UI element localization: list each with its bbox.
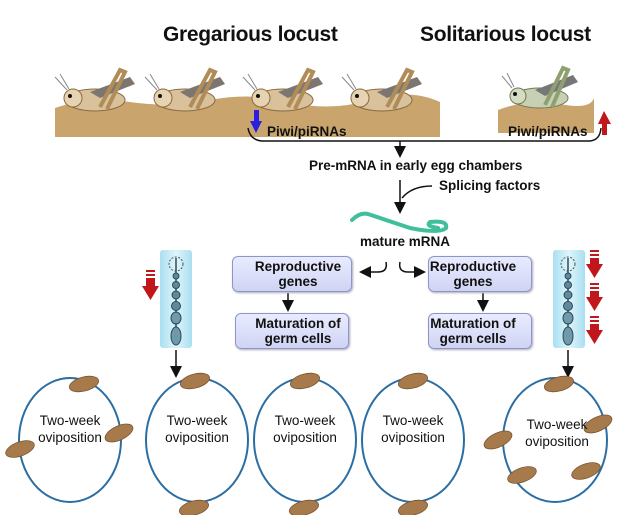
piwi-right-label: Piwi/piRNAs (508, 124, 588, 139)
egg-pod-icon (583, 414, 613, 434)
piwi-left-label: Piwi/piRNAs (267, 124, 347, 139)
right-red-down-arrows-icon (586, 250, 603, 344)
box-line: genes (278, 274, 318, 289)
label-line2: oviposition (525, 434, 589, 449)
egg-pod-icon (5, 440, 35, 458)
piwi-bracket (247, 127, 602, 142)
left-ovariole (160, 250, 192, 348)
egg-pod-icon (571, 462, 601, 480)
oviposition-label: Two-week oviposition (147, 412, 247, 446)
box-line: Maturation of (255, 316, 341, 331)
egg-pod-icon (543, 375, 575, 393)
egg-pod-icon (68, 375, 100, 393)
egg-pod-icon (507, 466, 537, 484)
label-line2: oviposition (273, 430, 337, 445)
splicing-factors-label: Splicing factors (439, 178, 541, 193)
egg-pod-icon (104, 423, 134, 443)
box-line: germ cells (264, 331, 332, 346)
piwi-up-arrow-icon (598, 111, 611, 135)
solitarious-ground (498, 98, 594, 133)
solitarious-title: Solitarious locust (420, 23, 591, 46)
label-line1: Two-week (39, 413, 101, 428)
box-line: Maturation of (430, 316, 516, 331)
solitarious-locust (501, 65, 578, 109)
oviposition-label: Two-week oviposition (20, 412, 120, 446)
arrow-to-right-box (398, 261, 426, 278)
label-line1: Two-week (526, 417, 588, 432)
splicing-factor-arrow (401, 185, 433, 199)
left-red-down-arrow-icon (142, 270, 159, 300)
label-line2: oviposition (381, 430, 445, 445)
label-line1: Two-week (274, 413, 336, 428)
gregarious-title: Gregarious locust (163, 23, 338, 46)
oviposition-label: Two-week oviposition (255, 412, 355, 446)
gregarious-locusts (54, 67, 422, 112)
pre-mrna-label: Pre-mRNA in early egg chambers (309, 158, 523, 173)
box-line: genes (453, 274, 493, 289)
right-ovariole (553, 250, 585, 348)
oviposition-label: Two-week oviposition (507, 416, 607, 450)
label-line1: Two-week (382, 413, 444, 428)
egg-pod-icon (289, 372, 321, 390)
mature-mrna-icon (350, 211, 449, 233)
box-line: Reproductive (429, 259, 517, 274)
piwi-down-arrow-icon (250, 110, 262, 133)
label-line1: Two-week (166, 413, 228, 428)
egg-pod-icon (483, 430, 513, 450)
mature-mrna-label: mature mRNA (360, 234, 451, 249)
box-line: Reproductive (254, 259, 342, 274)
egg-pods (5, 372, 613, 515)
label-line2: oviposition (38, 430, 102, 445)
gregarious-ground (55, 94, 440, 137)
oviposition-label: Two-week oviposition (363, 412, 463, 446)
egg-pod-icon (179, 372, 211, 390)
egg-pod-icon (397, 372, 429, 390)
arrow-to-left-box (359, 261, 388, 278)
box-line: germ cells (439, 331, 507, 346)
label-line2: oviposition (165, 430, 229, 445)
